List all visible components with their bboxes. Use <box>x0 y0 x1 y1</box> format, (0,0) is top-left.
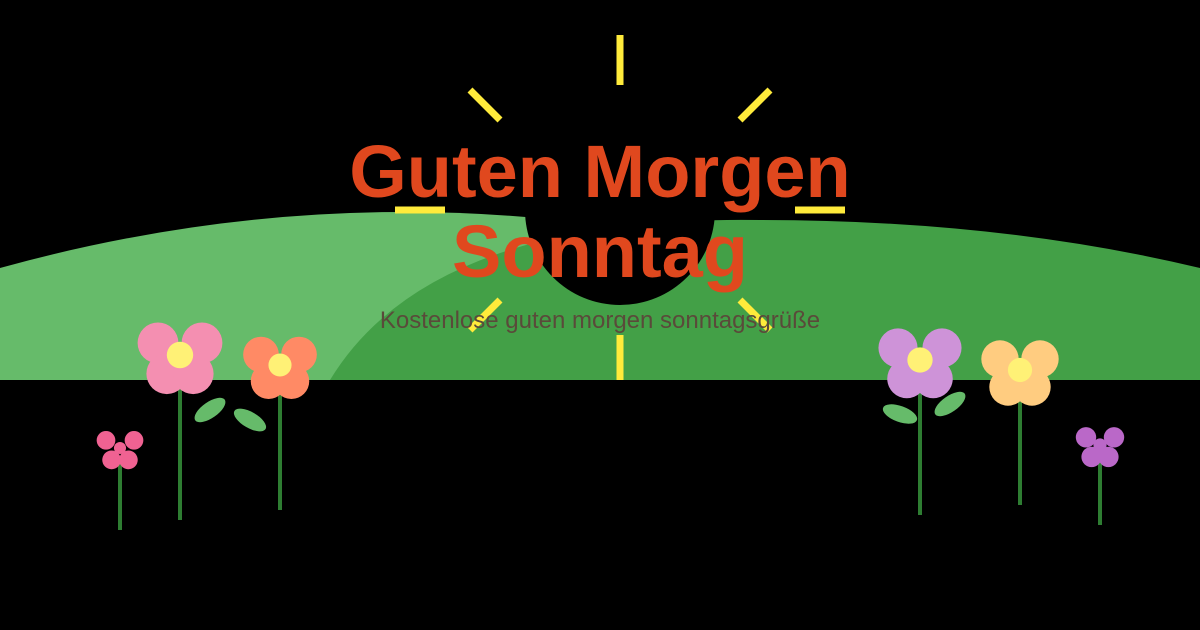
flower-petal <box>102 450 121 470</box>
sun-ray <box>467 87 503 123</box>
flower-center <box>1007 357 1033 383</box>
pink-flower <box>137 322 226 520</box>
flower-petal <box>1098 446 1119 468</box>
peach-flower <box>981 340 1059 505</box>
flower-petal <box>1075 427 1097 448</box>
flower-leaf <box>882 404 918 424</box>
flower-petal <box>1103 427 1125 448</box>
flower-leaf <box>194 397 226 423</box>
flower-petal <box>96 430 116 450</box>
sun-ray <box>467 297 503 333</box>
flower-petal <box>124 430 144 450</box>
flower-petal <box>119 450 138 470</box>
flower-center <box>1093 438 1107 452</box>
sun-ray <box>737 87 773 123</box>
flower-leaf <box>233 408 267 432</box>
flower-center <box>907 347 933 373</box>
flower-leaf <box>934 391 966 417</box>
small-pink-flower <box>96 430 144 530</box>
title-line-1: Guten Morgen <box>349 130 851 213</box>
sun-icon <box>525 115 715 305</box>
flower-petal <box>1081 446 1102 468</box>
sun-ray <box>737 297 773 333</box>
subtitle: Kostenlose guten morgen sonntagsgrüße <box>379 307 821 334</box>
flower-center <box>268 353 292 377</box>
flower-center <box>113 441 127 455</box>
sun-rays <box>395 35 845 380</box>
title-line-2: Sonntag <box>452 210 748 293</box>
lilac-flower <box>878 328 966 515</box>
coral-flower <box>233 336 317 510</box>
flower-center <box>166 341 194 369</box>
small-purple-flower <box>1075 427 1125 525</box>
flower-field <box>96 322 1125 530</box>
